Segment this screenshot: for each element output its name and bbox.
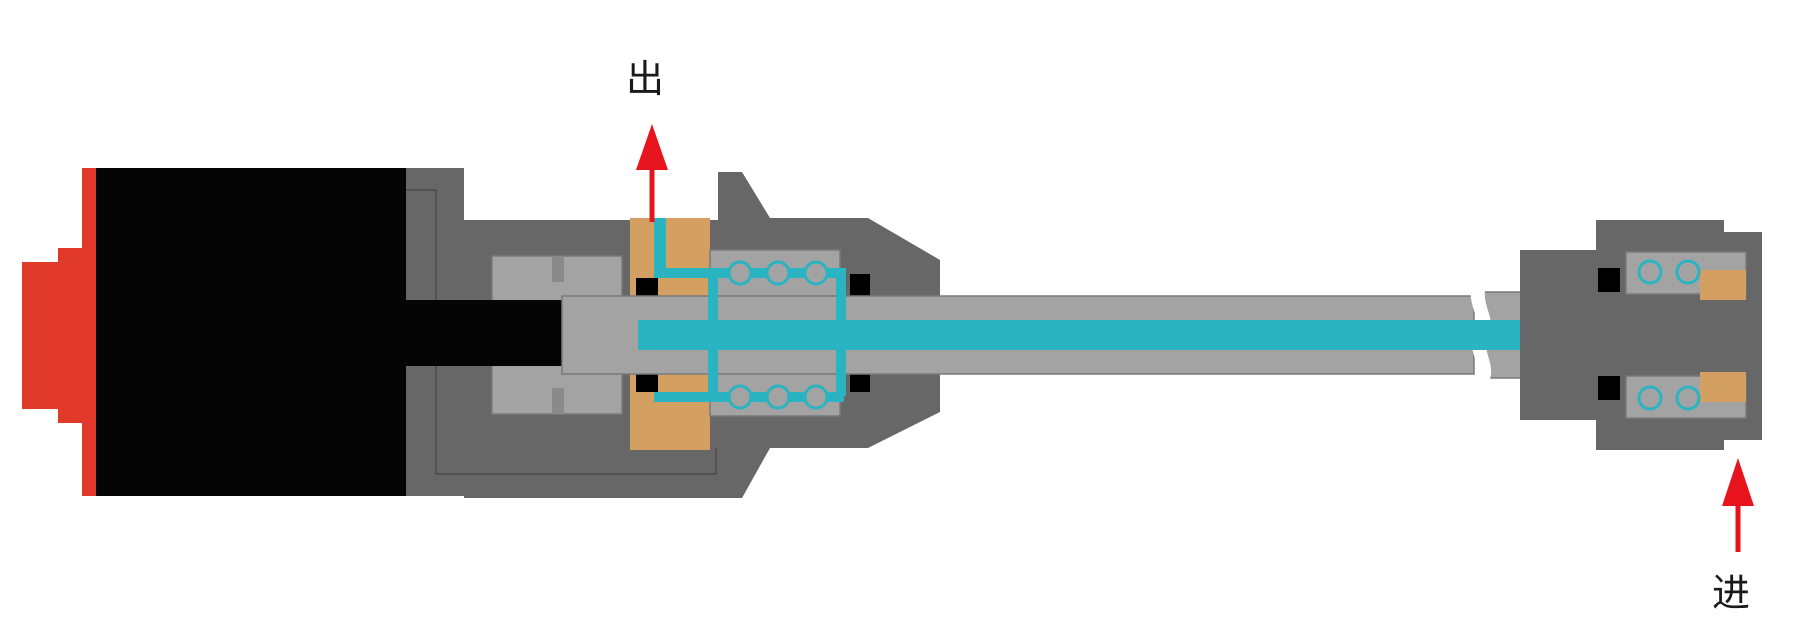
coupling-slot-bottom	[552, 388, 564, 414]
motor-end-cap	[22, 262, 64, 409]
bearing-ball	[727, 260, 753, 286]
outlet-label: 出	[626, 57, 665, 101]
bearing-ball	[765, 384, 791, 410]
coolant-front-drop	[708, 268, 718, 320]
inlet-arrow-head	[1722, 458, 1754, 506]
coolant-front-rise	[708, 350, 718, 396]
bearing-ball	[803, 260, 829, 286]
motor-shaft	[406, 300, 562, 366]
seal-rear-bottom	[1598, 376, 1620, 400]
bearing-ball	[1637, 385, 1663, 411]
bearing-ball	[1637, 259, 1663, 285]
inlet-label: 进	[1712, 571, 1751, 615]
coolant-front-right-bottom	[836, 350, 846, 396]
rear-bushing-top	[1700, 270, 1746, 300]
rear-bushing-bottom	[1700, 372, 1746, 402]
seal-front-top-left	[636, 278, 658, 300]
seal-front-bottom-right	[850, 370, 870, 392]
seal-front-top-right	[850, 274, 870, 296]
seal-front-bottom-left	[636, 370, 658, 392]
coolant-outlet-vertical	[654, 218, 666, 274]
bearing-ball	[1675, 259, 1701, 285]
rear-housing	[1520, 220, 1762, 450]
coupling-slot-top	[552, 256, 564, 282]
bearing-ball	[1675, 385, 1701, 411]
front-bearings	[727, 260, 829, 410]
bearing-ball	[765, 260, 791, 286]
outlet-arrow-head	[636, 124, 668, 170]
motor	[22, 168, 464, 496]
motor-body	[96, 168, 406, 496]
seal-rear-top	[1598, 268, 1620, 292]
coolant-front-right-top	[836, 268, 846, 320]
inlet-arrow	[1722, 458, 1754, 552]
housing-inner-outline	[406, 189, 717, 475]
motor-red-rim	[82, 168, 96, 496]
outlet-arrow	[636, 124, 668, 222]
bearing-ball	[727, 384, 753, 410]
bearing-ball	[803, 384, 829, 410]
